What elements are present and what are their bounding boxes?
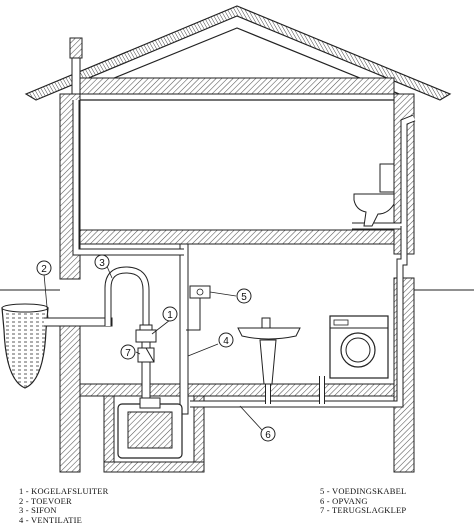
washbasin [237, 317, 301, 385]
legend-item-6: 6 - OPVANG [320, 495, 368, 506]
svg-text:4: 4 [223, 336, 229, 347]
roof [24, 5, 452, 101]
basement-pit [103, 395, 205, 473]
legend-item-1: 1 - KOGELAFSLUITER [19, 486, 109, 496]
toilet [353, 163, 395, 227]
svg-text:1: 1 [167, 310, 173, 321]
svg-text:3: 3 [99, 258, 105, 269]
inlet-pipe [44, 317, 113, 327]
svg-text:6: 6 [265, 430, 271, 441]
callout-4: 4 [218, 332, 234, 348]
legend-left: 1 - KOGELAFSLUITER 2 - TOEVOER 3 - SIFON… [19, 486, 109, 525]
upper-floor-slab [79, 229, 395, 245]
legend-item-5: 5 - VOEDINGSKABEL [320, 486, 407, 496]
washing-machine [329, 315, 389, 379]
siphon-loop [104, 266, 150, 326]
legend-item-7: 7 - TERUGSLAGKLEP [320, 505, 407, 515]
svg-text:7: 7 [125, 348, 131, 359]
callout-6: 6 [260, 426, 276, 442]
check-valve [137, 347, 155, 363]
legend-item-2: 2 - TOEVOER [19, 495, 72, 506]
callout-leaders [43, 263, 263, 431]
svg-text:5: 5 [241, 292, 247, 303]
ground-floor-slab [79, 383, 395, 397]
callout-7: 7 [120, 344, 136, 360]
callout-5: 5 [236, 288, 252, 304]
pump-unit [117, 397, 183, 459]
svg-text:2: 2 [41, 264, 47, 275]
legend-right: 5 - VOEDINGSKABEL 6 - OPVANG 7 - TERUGSL… [320, 486, 407, 516]
upper-drain-pipe [352, 114, 416, 380]
attic-floor [79, 77, 395, 95]
water-tank [1, 303, 49, 389]
power-cable [186, 298, 201, 331]
callout-1: 1 [162, 306, 178, 322]
ball-valve [135, 324, 157, 343]
vent-pipe [72, 100, 189, 415]
power-socket [189, 285, 211, 299]
callout-3: 3 [94, 254, 110, 270]
legend-item-3: 3 - SIFON [19, 505, 57, 515]
legend-item-4: 4 - VENTILATIE [19, 514, 83, 525]
callout-2: 2 [36, 260, 52, 276]
